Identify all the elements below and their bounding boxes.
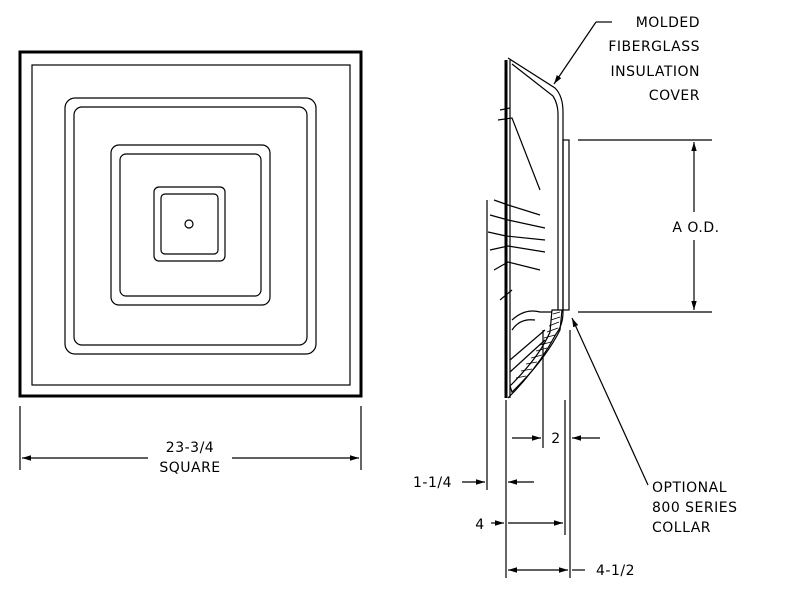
dimension-1-1-4: 1-1/4 — [413, 475, 534, 491]
dimension-4: 4 — [475, 517, 563, 533]
front-cone-3-outer — [153, 186, 226, 262]
dim-1-1-4-label: 1-1/4 — [413, 475, 452, 491]
dim-4-1-2-label: 4-1/2 — [596, 563, 635, 579]
front-outer-frame — [18, 50, 363, 398]
collar-label-line1: OPTIONAL — [652, 480, 727, 496]
front-inner-frame — [31, 64, 351, 386]
center-hole — [184, 219, 194, 229]
width-dimension: 23-3/4 SQUARE — [19, 406, 362, 476]
collar-leader: OPTIONAL 800 SERIES COLLAR — [571, 317, 738, 536]
od-label: A O.D. — [672, 220, 719, 236]
dim-2-label: 2 — [551, 431, 560, 447]
cover-label-line4: COVER — [649, 88, 700, 104]
dimension-4-1-2: 4-1/2 — [508, 563, 635, 579]
front-view — [18, 50, 363, 398]
front-cone-2-outer — [110, 144, 271, 306]
front-cone-2-inner — [119, 153, 262, 297]
cover-label-line1: MOLDED — [636, 15, 700, 31]
collar — [562, 139, 570, 311]
cone-blades — [487, 107, 552, 373]
insulation-cover-inner — [511, 63, 559, 310]
od-dimension: A O.D. — [578, 139, 719, 313]
front-cone-1-outer — [64, 97, 317, 355]
cover-label-line2: FIBERGLASS — [608, 39, 700, 55]
dimension-2: 2 — [512, 431, 600, 447]
front-cone-1-inner — [73, 106, 308, 346]
collar-label-line3: COLLAR — [652, 520, 711, 536]
side-view — [487, 57, 570, 399]
front-cone-3-inner — [160, 193, 219, 255]
cover-label-line3: INSULATION — [610, 64, 700, 80]
cover-leader: MOLDED FIBERGLASS INSULATION COVER — [553, 15, 700, 104]
side-extension-lines — [486, 200, 571, 578]
dim-4-label: 4 — [475, 517, 484, 533]
section-hatching — [515, 311, 561, 379]
collar-label-line2: 800 SERIES — [652, 500, 738, 516]
width-value-label: 23-3/4 — [166, 440, 214, 456]
insulation-cover-outline — [507, 57, 564, 399]
square-label: SQUARE — [159, 460, 220, 476]
